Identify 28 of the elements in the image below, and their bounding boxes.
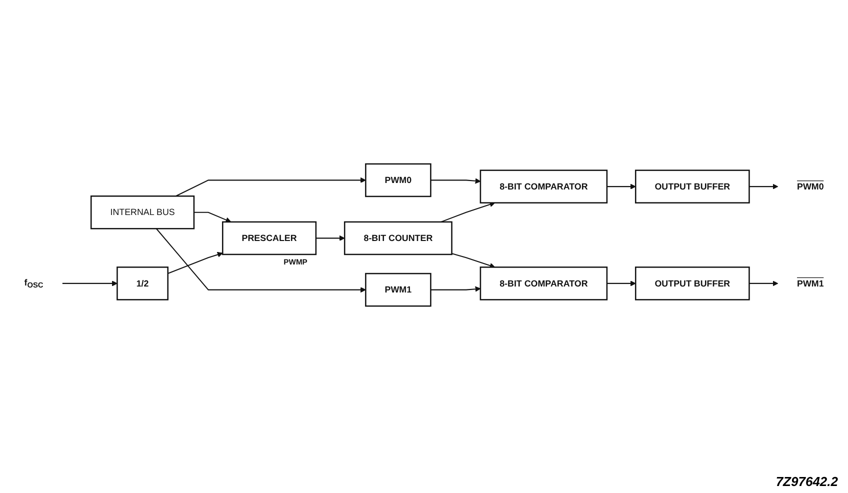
node-box: 8-BIT COMPARATOR bbox=[480, 266, 608, 300]
node-box: PWM1 bbox=[365, 272, 432, 307]
arrow bbox=[62, 280, 118, 286]
node-box: 1/2 bbox=[116, 266, 168, 300]
node-box: 8-BIT COUNTER bbox=[344, 221, 452, 256]
arrow bbox=[430, 178, 481, 184]
node-box: OUTPUT BUFFER bbox=[634, 170, 750, 204]
arrow bbox=[440, 202, 496, 222]
arrow bbox=[156, 228, 366, 293]
figure-number: 7Z97642.2 bbox=[776, 474, 838, 489]
node-text: f$_{OSC}$ bbox=[24, 276, 44, 290]
arrow bbox=[606, 280, 636, 286]
node-text: PWM1 bbox=[797, 278, 824, 288]
node-box: OUTPUT BUFFER bbox=[634, 266, 750, 300]
node-text: PWM0 bbox=[797, 181, 824, 192]
arrow bbox=[606, 184, 636, 190]
arrow bbox=[749, 280, 778, 286]
arrow bbox=[430, 286, 481, 292]
arrow bbox=[316, 235, 345, 241]
arrow bbox=[194, 212, 232, 223]
arrow bbox=[452, 253, 496, 268]
node-box: 8-BIT COMPARATOR bbox=[480, 170, 608, 204]
node-box: PWM0 bbox=[365, 163, 432, 198]
node-box: INTERNAL BUS bbox=[90, 195, 195, 230]
node-box: PRESCALER bbox=[222, 221, 317, 256]
arrow bbox=[176, 177, 366, 197]
arrow bbox=[749, 184, 778, 190]
arrow bbox=[168, 252, 223, 274]
